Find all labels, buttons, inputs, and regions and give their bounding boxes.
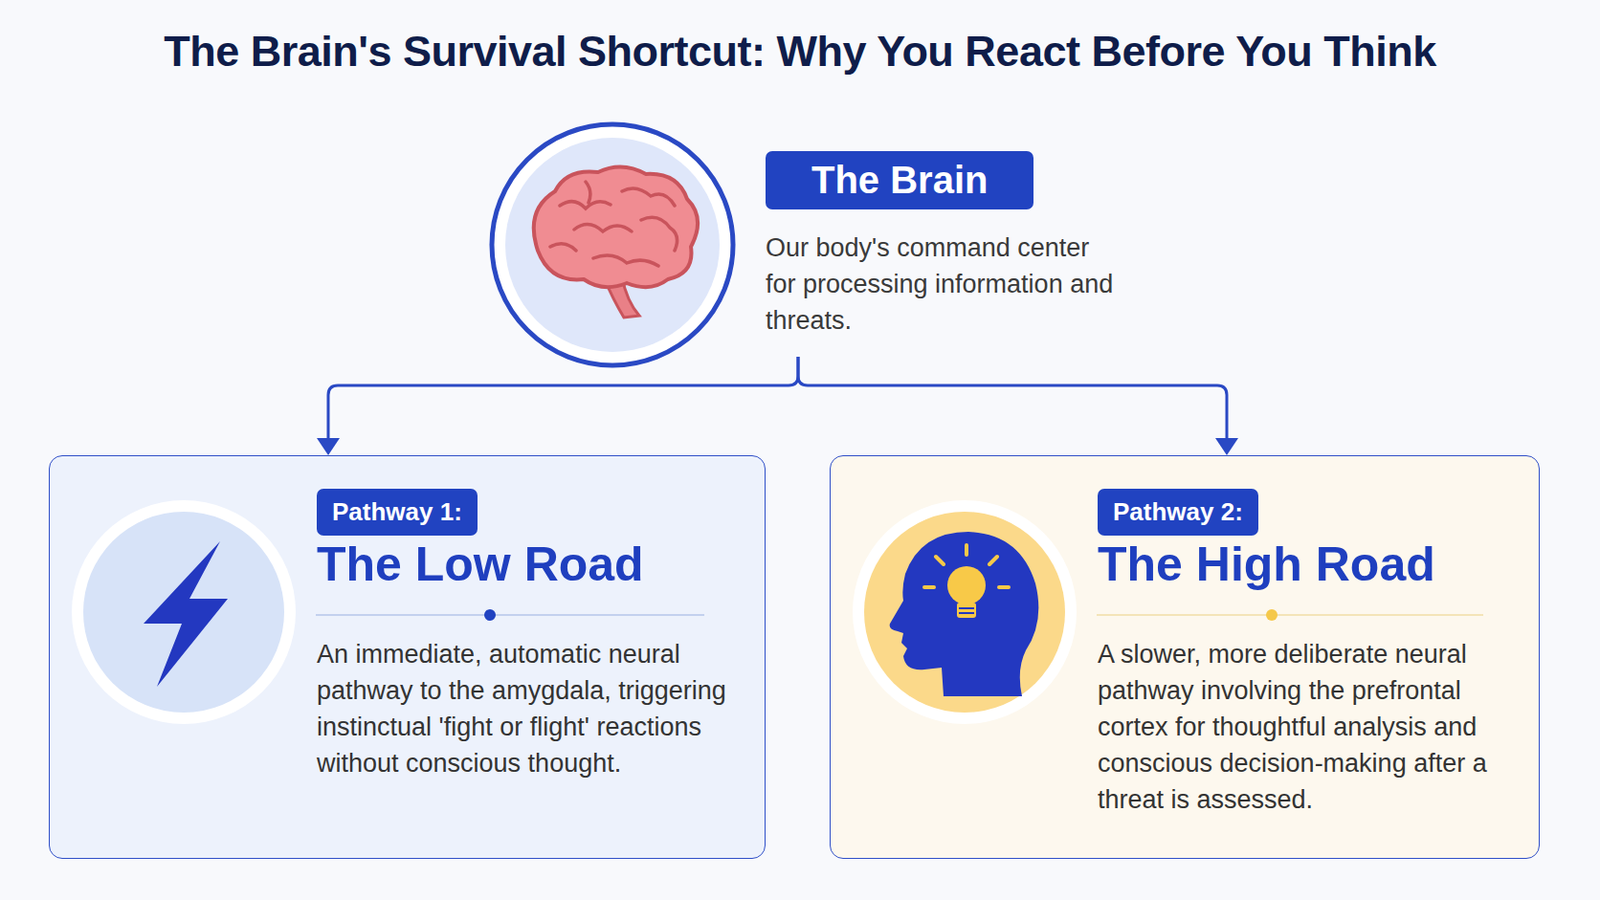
arrow-head [316, 438, 340, 456]
brain-stem [604, 277, 640, 318]
brain-illustration [533, 166, 698, 288]
node-description: Our body's command center for processing… [765, 229, 1125, 339]
brain-circle [491, 124, 734, 366]
connector-arrow [316, 356, 799, 456]
pathway-description: A slower, more deliberate neural pathway… [1097, 636, 1529, 819]
node-label-pill: The Brain [765, 151, 1034, 210]
diagram-title: The Brain's Survival Shortcut: Why You R… [0, 26, 1600, 77]
connector-line [328, 356, 799, 441]
connector-line [798, 356, 1227, 441]
brain-folds [550, 181, 678, 267]
pathway-heading: The Low Road [316, 536, 645, 593]
pathway-description: An immediate, automatic neural pathway t… [316, 636, 734, 782]
pathway-number-pill: Pathway 1: [316, 488, 478, 536]
connector-arrow [798, 356, 1239, 456]
arrow-head [1215, 438, 1239, 456]
pathway-heading: The High Road [1097, 536, 1436, 593]
label-group: The BrainOur body's command center for p… [765, 151, 1149, 357]
pathway-box: Pathway 1:The Low Road An immediate, auto… [48, 455, 766, 860]
pathway-box: Pathway 2:The High Road A slower, more de… [829, 455, 1540, 860]
brain-circle-fill [505, 137, 720, 353]
pathway-number-pill: Pathway 2: [1097, 488, 1259, 536]
